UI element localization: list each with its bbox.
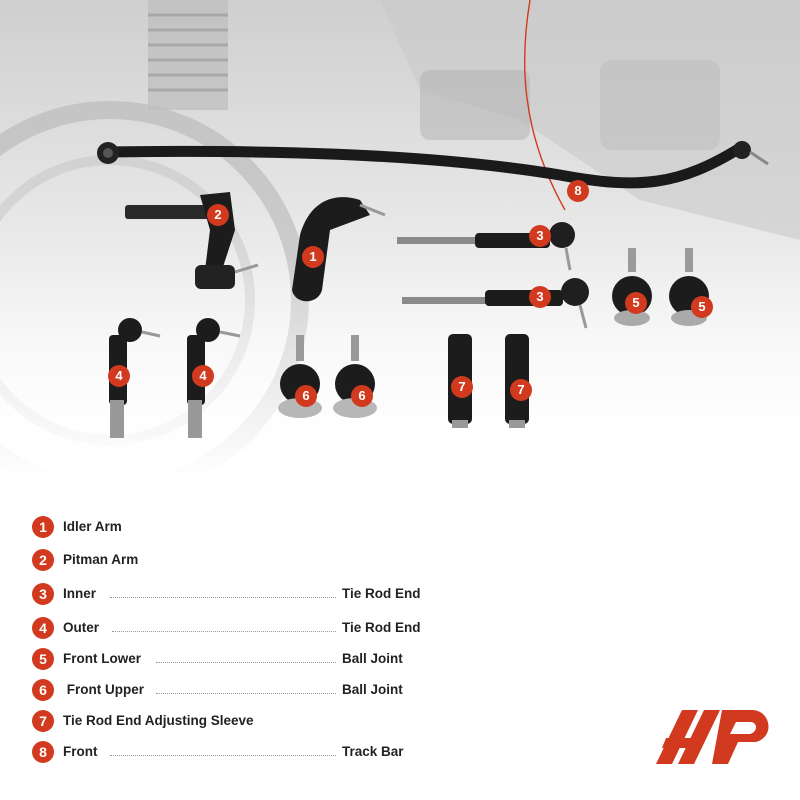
legend-suffix: Ball Joint — [342, 651, 403, 666]
parts-legend: 1 Idler Arm 2 Pitman Arm 3 Inner Tie Rod… — [0, 505, 800, 775]
legend-label: Front — [63, 744, 98, 759]
leader-dots — [156, 693, 336, 694]
legend-item: 4 Outer Tie Rod End — [32, 617, 452, 641]
brand-logo-icon — [656, 710, 769, 764]
idler-arm — [292, 197, 386, 302]
legend-number: 4 — [32, 617, 54, 639]
legend-suffix: Tie Rod End — [342, 586, 421, 601]
legend-item: 1 Idler Arm — [32, 516, 452, 540]
product-photo — [0, 0, 800, 480]
tag-outer-tie-rod-b: 4 — [192, 365, 214, 387]
legend-number: 3 — [32, 583, 54, 605]
legend-item: 3 Inner Tie Rod End — [32, 583, 452, 607]
background-undercarriage — [0, 0, 800, 480]
legend-number: 6 — [32, 679, 54, 701]
legend-label: Front Upper — [63, 682, 144, 697]
tag-lower-ball-joint-b: 5 — [691, 296, 713, 318]
legend-label: Front Lower — [63, 651, 141, 666]
tag-upper-ball-joint-a: 6 — [295, 385, 317, 407]
legend-item: 6 Front Upper Ball Joint — [32, 679, 452, 703]
legend-number: 7 — [32, 710, 54, 732]
tag-lower-ball-joint-a: 5 — [625, 292, 647, 314]
legend-item: 2 Pitman Arm — [32, 549, 452, 573]
legend-suffix: Ball Joint — [342, 682, 403, 697]
tag-track-bar: 8 — [567, 180, 589, 202]
tag-upper-ball-joint-b: 6 — [351, 385, 373, 407]
legend-label: Inner — [63, 586, 97, 601]
tag-pitman-arm: 2 — [207, 204, 229, 226]
legend-item: 7 Tie Rod End Adjusting Sleeve — [32, 710, 452, 734]
legend-number: 2 — [32, 549, 54, 571]
legend-label: Pitman Arm — [63, 552, 139, 567]
tag-inner-tie-rod-b: 3 — [529, 286, 551, 308]
track-bar — [97, 141, 769, 189]
legend-label: Outer — [63, 620, 100, 635]
tag-outer-tie-rod-a: 4 — [108, 365, 130, 387]
legend-item: 8 Front Track Bar — [32, 741, 452, 765]
tag-adjusting-sleeve-b: 7 — [510, 379, 532, 401]
legend-number: 1 — [32, 516, 54, 538]
leader-dots — [156, 662, 336, 663]
leader-dots — [110, 755, 336, 756]
tag-adjusting-sleeve-a: 7 — [451, 376, 473, 398]
legend-number: 5 — [32, 648, 54, 670]
legend-label: Tie Rod End Adjusting Sleeve — [63, 713, 254, 728]
legend-item: 5 Front Lower Ball Joint — [32, 648, 452, 672]
legend-number: 8 — [32, 741, 54, 763]
legend-label: Idler Arm — [63, 519, 122, 534]
tag-idler-arm: 1 — [302, 246, 324, 268]
tag-inner-tie-rod-a: 3 — [529, 225, 551, 247]
legend-suffix: Track Bar — [342, 744, 404, 759]
legend-suffix: Tie Rod End — [342, 620, 421, 635]
leader-dots — [112, 631, 336, 632]
leader-dots — [110, 597, 336, 598]
